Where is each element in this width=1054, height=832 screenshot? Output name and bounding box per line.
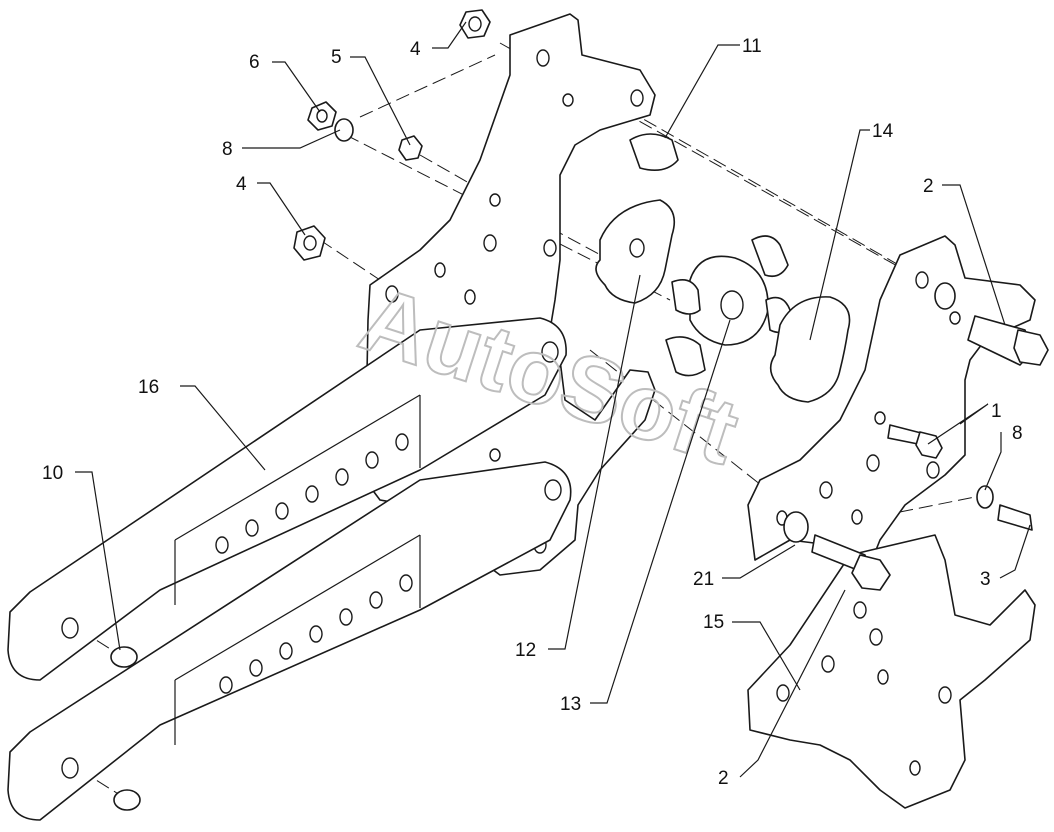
lower-right-plate xyxy=(747,534,1036,809)
callout-13: 13 xyxy=(560,694,581,715)
callout-5: 5 xyxy=(331,47,342,68)
callout-10: 10 xyxy=(42,463,63,484)
callout-6: 6 xyxy=(249,52,260,73)
pivot-block-assembly xyxy=(629,133,791,377)
star-washers xyxy=(595,199,851,403)
callout-labels: 4 6 5 11 8 4 14 2 16 1 10 8 21 3 15 12 1… xyxy=(42,36,1023,789)
right-mounting-bracket xyxy=(747,235,1036,566)
lower-link-upper xyxy=(7,317,567,681)
fasteners xyxy=(293,9,1049,591)
callout-1: 1 xyxy=(991,401,1002,422)
callout-12: 12 xyxy=(515,640,536,661)
callout-11: 11 xyxy=(742,36,762,57)
callout-8-right: 8 xyxy=(1012,423,1023,444)
leader-lines xyxy=(75,21,1031,778)
callout-4-left: 4 xyxy=(236,174,247,195)
callout-21: 21 xyxy=(693,569,714,590)
callout-3: 3 xyxy=(980,569,991,590)
callout-15: 15 xyxy=(703,612,724,633)
callout-14: 14 xyxy=(872,121,894,142)
callout-4-top: 4 xyxy=(410,39,421,60)
lower-link-lower xyxy=(7,461,572,821)
callout-16: 16 xyxy=(138,377,159,398)
callout-2-bottom: 2 xyxy=(718,768,729,789)
callout-2-top: 2 xyxy=(923,176,934,197)
callout-8-left: 8 xyxy=(222,139,233,160)
